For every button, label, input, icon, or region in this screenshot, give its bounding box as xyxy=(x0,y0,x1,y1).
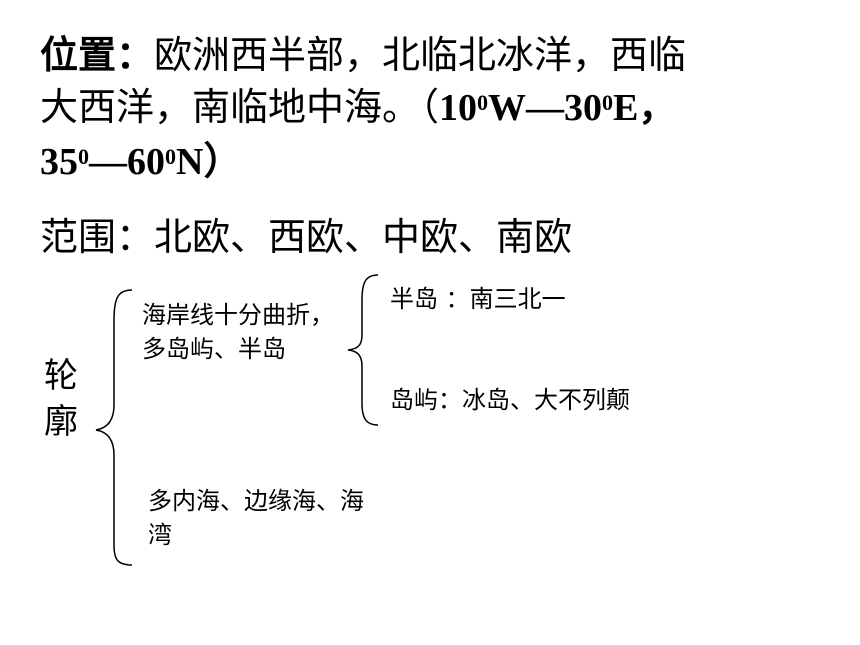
outline-label-2: 廓 xyxy=(44,402,78,442)
seas-line-2: 湾 xyxy=(148,521,172,549)
position-label: 位置： xyxy=(40,35,155,77)
position-text-2: 大西洋，南临地中海。（ xyxy=(40,85,440,129)
sub-brace xyxy=(347,274,379,426)
peninsula-text: 半岛 ：南三北一 xyxy=(390,285,566,313)
degree-sign-1: 0 xyxy=(477,90,489,115)
outline-label-1: 轮 xyxy=(44,356,78,396)
islands-text: 岛屿：冰岛、大不列颠 xyxy=(390,386,630,414)
longitude-mid: W—30 xyxy=(488,87,603,129)
position-line-2: 大西洋，南临地中海。（100W—300E， xyxy=(40,80,676,135)
position-line-3: 350—600N） xyxy=(40,134,241,189)
position-line-1: 位置：欧洲西半部，北临北冰洋，西临 xyxy=(40,28,686,83)
coastline-line-2: 多岛屿、半岛 xyxy=(142,335,286,363)
latitude-mid: —60 xyxy=(89,141,165,183)
main-brace xyxy=(95,289,133,566)
longitude-east: E， xyxy=(613,87,677,129)
range-line: 范围：北欧、西欧、中欧、南欧 xyxy=(40,215,573,259)
degree-sign-2: 0 xyxy=(602,90,614,115)
coastline-line-1: 海岸线十分曲折， xyxy=(142,301,334,329)
degree-sign-3: 0 xyxy=(78,144,89,169)
latitude-north: N） xyxy=(176,141,242,183)
longitude-west: 10 xyxy=(439,87,478,129)
degree-sign-4: 0 xyxy=(165,144,176,169)
latitude-south: 35 xyxy=(40,141,78,183)
seas-line-1: 多内海、边缘海、海 xyxy=(148,487,364,515)
position-text-1: 欧洲西半部，北临北冰洋，西临 xyxy=(154,33,687,77)
